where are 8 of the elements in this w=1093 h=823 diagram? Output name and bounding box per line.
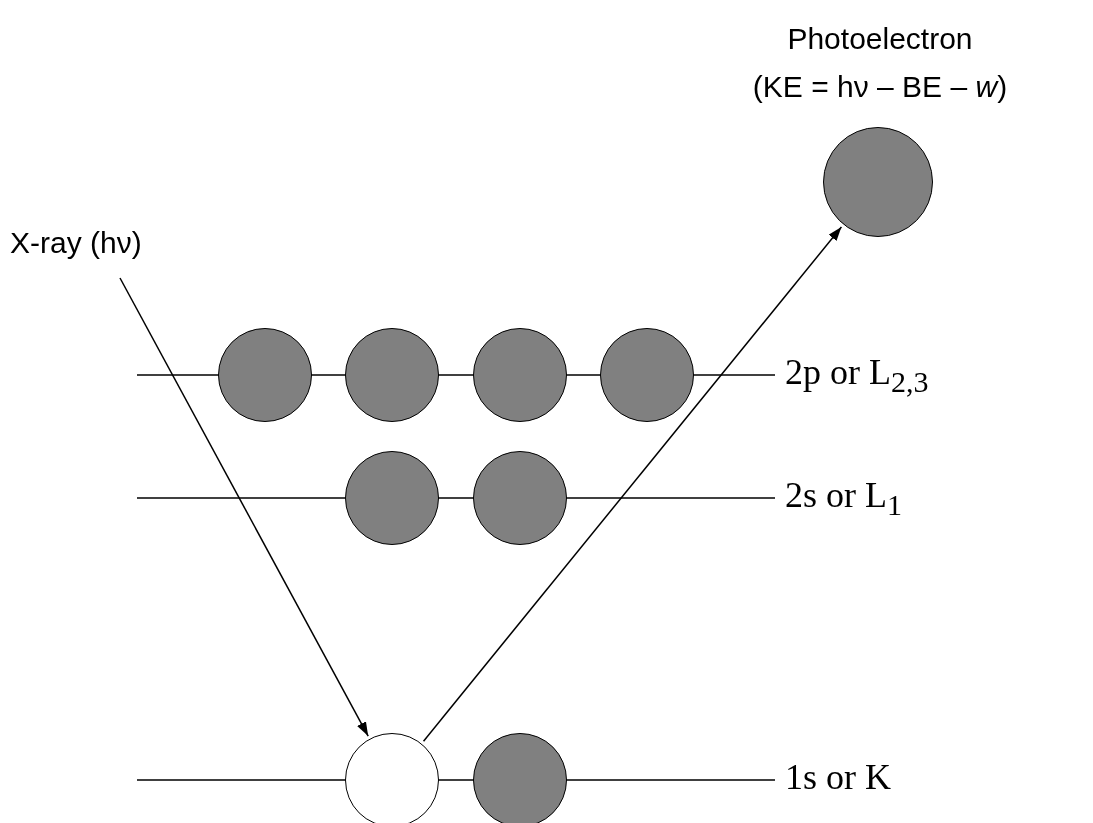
level-label: 2s or L$_{1}$ xyxy=(785,474,902,523)
level-label: 2p or L$_{2,3}$ xyxy=(785,351,929,400)
node-label: X-ray (hν) xyxy=(10,226,142,260)
level-label: 1s or K xyxy=(785,756,891,798)
arrow xyxy=(422,226,843,742)
node-heading: Photoelectron xyxy=(787,22,973,56)
arrow xyxy=(119,277,369,737)
formula-text: (KE = hν – BE – w) xyxy=(752,70,1008,104)
